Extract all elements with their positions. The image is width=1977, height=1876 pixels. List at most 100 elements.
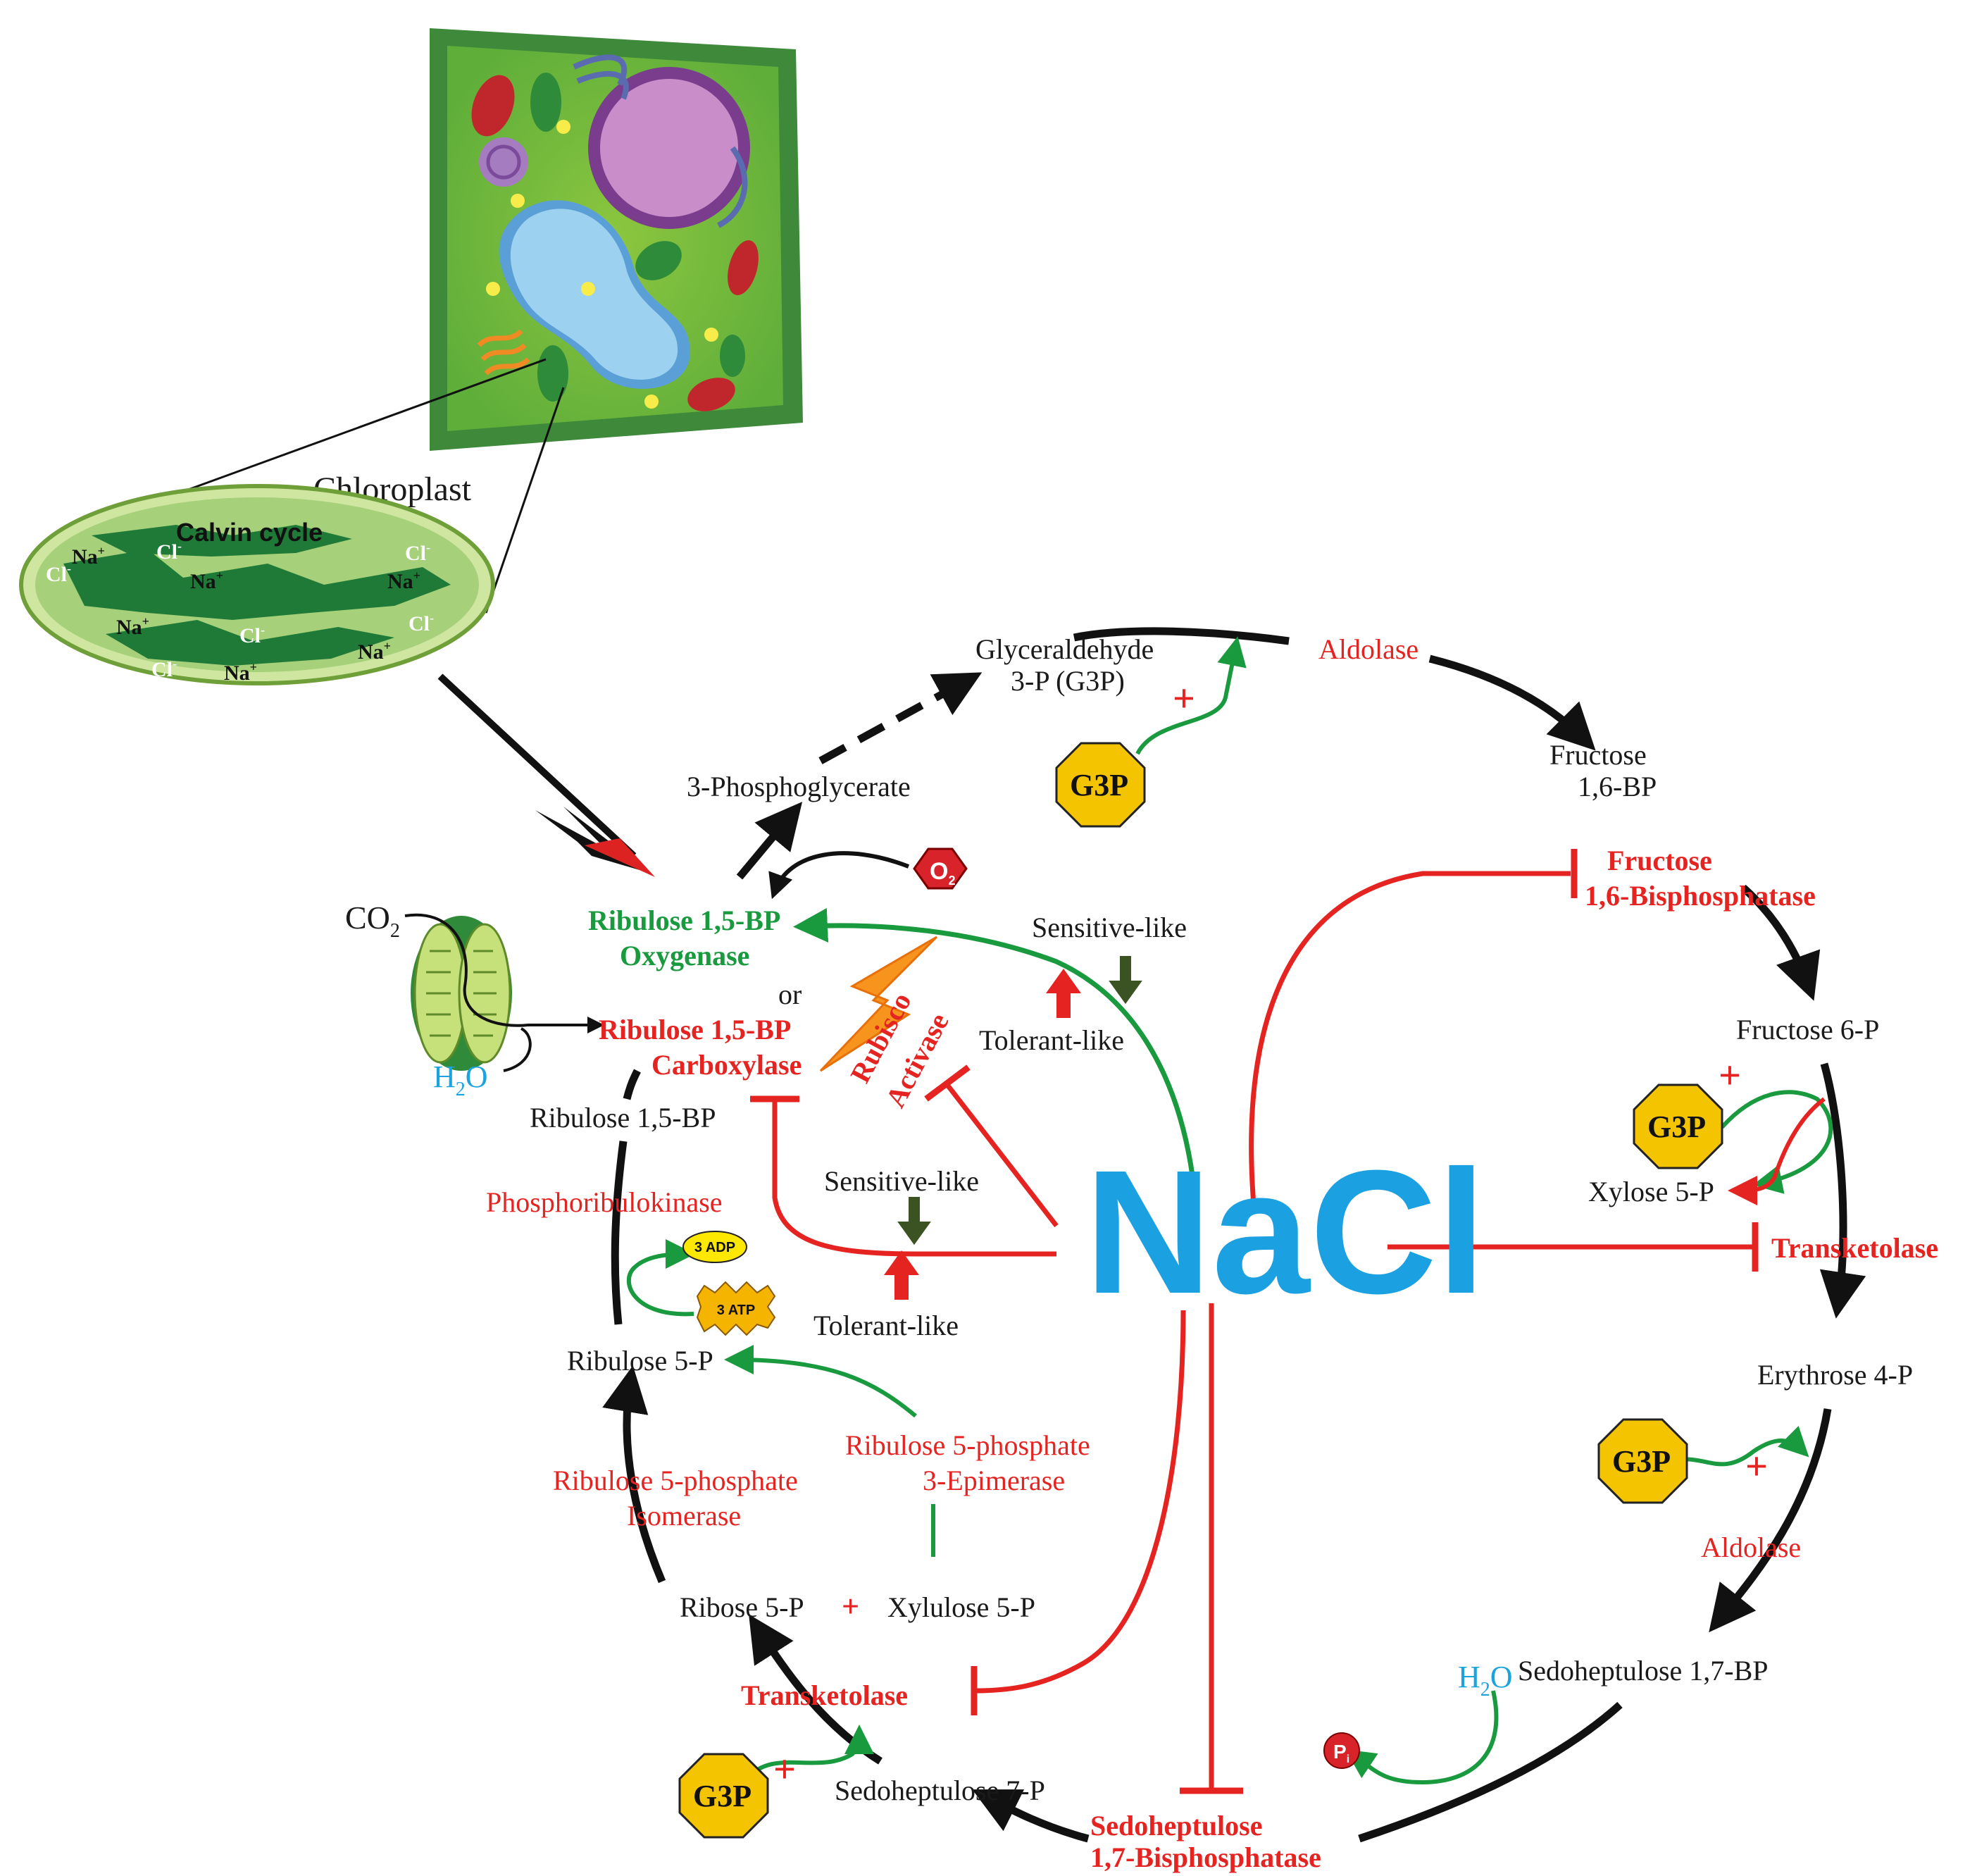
g3p-badge-top: G3P [1055,742,1146,828]
fbpase-label-1: Fructose [1607,845,1712,876]
nacl-inhibits-carboxylase [772,1099,1056,1257]
fructose-6p-label: Fructose 6-P [1736,1014,1879,1045]
ribulose-5p-label: Ribulose 5-P [567,1345,713,1377]
phosphoglycerate-label: 3-Phosphoglycerate [687,771,911,802]
nacl-label: NaCl [1085,1133,1486,1330]
svg-text:G3P: G3P [693,1779,751,1813]
cl-ion-3: Cl- [405,540,430,565]
na-ion-2: Na+ [190,569,223,593]
ion-labels: Na+ Na+ Na+ Na+ Na+ Na+ Cl- Cl- Cl- Cl- … [46,539,434,685]
na-ion-3: Na+ [387,569,420,593]
svg-text:O2: O2 [930,858,955,888]
sensitive-like-label-mid: Sensitive-like [824,1165,979,1197]
mitochondrion [471,75,515,137]
sbpase-h2o-pi-arrow [1345,1690,1499,1785]
calvin-cycle-ring [602,627,1866,1843]
isomerase-label-2: Isomerase [627,1500,741,1532]
na-ion-6: Na+ [358,639,391,664]
cycle-arc-aldolase-right [1709,1408,1832,1633]
aldolase-right-label: Aldolase [1701,1532,1801,1563]
svg-text:G3P: G3P [1612,1444,1671,1479]
g3p-badge-right: G3P [1633,1083,1723,1169]
ribulose-bp-label: Ribulose 1,5-BP [530,1102,716,1133]
co2-entry-arrow [404,913,604,1033]
h2o-exit-line [503,1027,532,1072]
g3p-feed-arrow-right-lower [1669,1425,1809,1467]
fructose-bp-label-2: 1,6-BP [1578,771,1657,802]
chloroplast-enlarged [19,484,495,685]
cycle-arc-prk [611,1141,628,1325]
svg-text:+: + [842,1589,859,1624]
cycle-arc-aldolase [1428,654,1596,751]
pi-badge: Pi [1323,1732,1360,1769]
cycle-arc-sbpase-left [972,1789,1090,1843]
epimerase-to-ribulose5p [724,1345,917,1418]
glyceraldehyde-label-2: 3-P (G3P) [1011,665,1125,697]
atp-to-adp-arrow [626,1239,695,1317]
calvin-cycle-label: Calvin cycle [176,518,323,547]
sbpase-label-1: Sedoheptulose [1090,1810,1263,1841]
g3p-badge-bottom-left: G3P [678,1753,769,1839]
or-label: or [778,979,802,1010]
svg-text:Pi: Pi [1333,1741,1349,1765]
plus-signs: + + + + + [773,677,1768,1791]
fbpase-label-2: 1,6-Bisphosphatase [1585,880,1816,912]
o2-badge: O2 [913,847,968,890]
na-ion-5: Na+ [224,660,257,685]
xylose-out-arrow [1728,1097,1826,1205]
na-ion-1: Na+ [72,544,105,569]
svg-text:+: + [1173,677,1195,721]
cl-ion-5: Cl- [409,611,434,635]
g3p-badge-right-lower: G3P [1597,1418,1688,1504]
svg-text:G3P: G3P [1647,1110,1706,1144]
cycle-arc-transketolase-right [1819,1062,1866,1319]
sedoheptulose-7p-label: Sedoheptulose 7-P [835,1775,1045,1806]
sbpase-label-2: 1,7-Bisphosphatase [1090,1841,1321,1873]
cycle-arc-sbpase-right [1358,1701,1623,1843]
sensitive-like-label-top: Sensitive-like [1032,912,1187,943]
cl-ion-6: Cl- [151,657,177,681]
transketolase-left-label: Transketolase [741,1679,908,1711]
xylulose-5p-label: Xylulose 5-P [887,1591,1035,1623]
nacl-inhibits-fbpase [1249,871,1571,1205]
svg-text:3 ATP: 3 ATP [717,1303,755,1318]
svg-text:G3P: G3P [1070,768,1128,802]
erythrose-4p-label: Erythrose 4-P [1757,1359,1913,1391]
epimerase-label-1: Ribulose 5-phosphate [845,1429,1090,1461]
transketolase-right-label: Transketolase [1771,1232,1938,1264]
nacl-activates-oxygenase [793,907,1200,1226]
cl-ion-2: Cl- [46,561,71,586]
g3p-feed-arrow-left [744,1725,874,1781]
vacuole [510,209,678,380]
aldolase-top-label: Aldolase [1318,633,1418,665]
nacl-inhibits-activase [945,1083,1059,1228]
stomata-illustration [411,916,512,1071]
svg-text:+: + [1719,1054,1741,1098]
rubisco-oxygenase-label-1: Ribulose 1,5-BP [588,905,780,936]
epimerase-label-2: 3-Epimerase [923,1465,1065,1496]
cycle-arc-top [1073,627,1290,645]
na-ion-4: Na+ [116,614,149,639]
tolerant-arrow-mid [884,1250,919,1300]
plant-cell-illustration [430,28,803,451]
h2o-label-sbpase: H2O [1458,1660,1513,1701]
rubisco-carboxylase-label-1: Ribulose 1,5-BP [599,1014,791,1045]
ribose-5p-label: Ribose 5-P [680,1591,804,1623]
tolerant-like-label-top: Tolerant-like [979,1024,1124,1056]
co2-label: CO2 [345,900,400,942]
glyceraldehyde-label-1: Glyceraldehyde [975,633,1154,665]
rubisco-oxygenase-label-2: Oxygenase [620,940,749,971]
sedoheptulose-bp-label: Sedoheptulose 1,7-BP [1518,1655,1769,1686]
svg-text:+: + [773,1748,796,1791]
peroxisome [479,137,528,187]
tolerant-arrow-top [1046,969,1081,1018]
fructose-bp-label-1: Fructose [1549,739,1647,771]
cl-ion-4: Cl- [239,623,265,647]
xylose-5p-label: Xylose 5-P [1588,1176,1714,1207]
cycle-arc-fbpase [1740,884,1821,1001]
o2-arrow [768,851,910,900]
zoom-line-right [485,387,565,614]
cl-ion-1: Cl- [156,539,182,564]
nacl-inhibits-transketolase-left [975,1310,1186,1694]
